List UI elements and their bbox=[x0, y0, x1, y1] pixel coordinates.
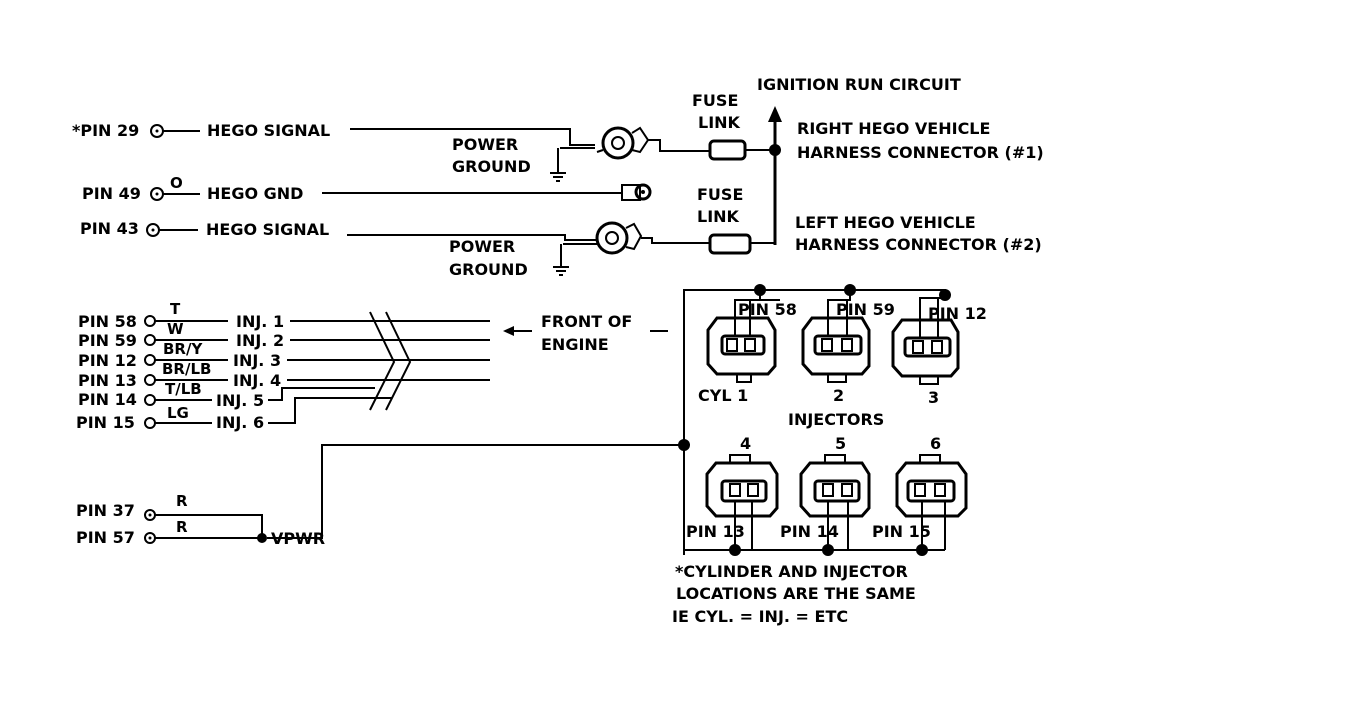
injector-pin-label: PIN 58 bbox=[78, 312, 137, 331]
fuse-link-label: FUSE bbox=[692, 91, 738, 110]
hego-pin-label: PIN 43 bbox=[80, 219, 139, 238]
left-hego-label: LEFT HEGO VEHICLE bbox=[795, 213, 976, 232]
front-of-engine-label: ENGINE bbox=[541, 335, 609, 354]
hego-pin-label: PIN 49 bbox=[82, 184, 141, 203]
wire-color-label: T/LB bbox=[165, 380, 202, 398]
injector-pin-label: PIN 59 bbox=[78, 331, 137, 350]
fuse-link-icon bbox=[708, 139, 747, 161]
inj-label: INJ. 3 bbox=[233, 351, 281, 370]
injector-connector-icon bbox=[799, 454, 871, 518]
wire-color-label: BR/LB bbox=[162, 360, 211, 378]
note-label: IE CYL. = INJ. = ETC bbox=[672, 607, 848, 626]
ground-icon bbox=[550, 172, 566, 182]
wire-color-label: T bbox=[170, 300, 181, 318]
injector-pin-label: PIN 14 bbox=[780, 522, 839, 541]
ignition-run-circuit-label: IGNITION RUN CIRCUIT bbox=[757, 75, 961, 94]
hego-signal-label: HEGO SIGNAL bbox=[207, 121, 330, 140]
note-label: *CYLINDER AND INJECTOR bbox=[675, 562, 908, 581]
inj-label: INJ. 6 bbox=[216, 413, 264, 432]
injector-connector-icon bbox=[891, 318, 960, 385]
power-ground-label: POWER bbox=[449, 237, 515, 256]
wire-color-label: O bbox=[170, 174, 183, 192]
injector-pin-label: PIN 12 bbox=[928, 304, 987, 323]
injector-pin-label: PIN 13 bbox=[78, 371, 137, 390]
injector-pin-label: PIN 12 bbox=[78, 351, 137, 370]
injector-pin-row: PIN 14 T/LB INJ. 5 bbox=[78, 380, 375, 410]
inj-label: INJ. 5 bbox=[216, 391, 264, 410]
wire-color-label: W bbox=[167, 320, 184, 338]
wire-break-mark bbox=[369, 311, 412, 411]
ground-icon bbox=[553, 266, 569, 276]
wire-color-label: LG bbox=[167, 404, 189, 422]
power-ground-label: POWER bbox=[452, 135, 518, 154]
vpwr-pin-label: PIN 57 bbox=[76, 528, 135, 547]
injector-pin-row: PIN 15 LG INJ. 6 bbox=[76, 397, 392, 432]
injector-connector-icon bbox=[895, 454, 968, 518]
power-ground-label: GROUND bbox=[452, 157, 531, 176]
injector-pin-label: PIN 59 bbox=[836, 300, 895, 319]
wire-color-label: BR/Y bbox=[163, 340, 203, 358]
ignition-run-arrow bbox=[768, 106, 782, 245]
right-hego-label: RIGHT HEGO VEHICLE bbox=[797, 119, 990, 138]
hego-sensor-icon bbox=[596, 126, 650, 160]
hego-signal-label: HEGO SIGNAL bbox=[206, 220, 329, 239]
fuse-link-icon bbox=[708, 233, 752, 255]
fuse-link-label: LINK bbox=[697, 207, 740, 226]
right-hego-label: HARNESS CONNECTOR (#1) bbox=[797, 143, 1044, 162]
injector-pin-label: PIN 13 bbox=[686, 522, 745, 541]
injector-pin-label: PIN 15 bbox=[76, 413, 135, 432]
note-label: LOCATIONS ARE THE SAME bbox=[676, 584, 916, 603]
front-of-engine-arrow bbox=[503, 326, 668, 336]
injector-pin-label: PIN 14 bbox=[78, 390, 137, 409]
injector-connector-icon bbox=[801, 316, 871, 383]
vpwr-pin-label: PIN 37 bbox=[76, 501, 135, 520]
injector-pin-row: PIN 12 BR/Y INJ. 3 bbox=[78, 340, 490, 370]
power-ground-label: GROUND bbox=[449, 260, 528, 279]
hego-gnd-label: HEGO GND bbox=[207, 184, 303, 203]
inj-label: INJ. 1 bbox=[236, 312, 284, 331]
hego-sensor-icon bbox=[595, 221, 643, 255]
injector-pin-row: PIN 58 T INJ. 1 bbox=[78, 300, 490, 331]
wire-color-label: R bbox=[176, 518, 188, 536]
cylinder-label: 6 bbox=[930, 434, 941, 453]
wire-color-label: R bbox=[176, 492, 188, 510]
cylinder-label: 3 bbox=[928, 388, 939, 407]
injector-pin-label: PIN 58 bbox=[738, 300, 797, 319]
cylinder-label: 4 bbox=[740, 434, 751, 453]
cylinder-label: CYL 1 bbox=[698, 386, 748, 405]
injector-pin-row: PIN 59 W INJ. 2 bbox=[78, 320, 490, 350]
injector-connector-icon bbox=[706, 316, 777, 383]
ground-terminal-icon bbox=[621, 183, 652, 201]
injector-connector-icon bbox=[705, 454, 779, 518]
inj-label: INJ. 2 bbox=[236, 331, 284, 350]
hego-pin-label: *PIN 29 bbox=[72, 121, 139, 140]
fuse-link-label: LINK bbox=[698, 113, 741, 132]
fuse-link-label: FUSE bbox=[697, 185, 743, 204]
front-of-engine-label: FRONT OF bbox=[541, 312, 632, 331]
injector-pin-label: PIN 15 bbox=[872, 522, 931, 541]
injectors-label: INJECTORS bbox=[788, 410, 884, 429]
inj-label: INJ. 4 bbox=[233, 371, 281, 390]
injector-pin-row: PIN 13 BR/LB INJ. 4 bbox=[78, 360, 490, 390]
cylinder-label: 5 bbox=[835, 434, 846, 453]
cylinder-label: 2 bbox=[833, 386, 844, 405]
left-hego-label: HARNESS CONNECTOR (#2) bbox=[795, 235, 1042, 254]
